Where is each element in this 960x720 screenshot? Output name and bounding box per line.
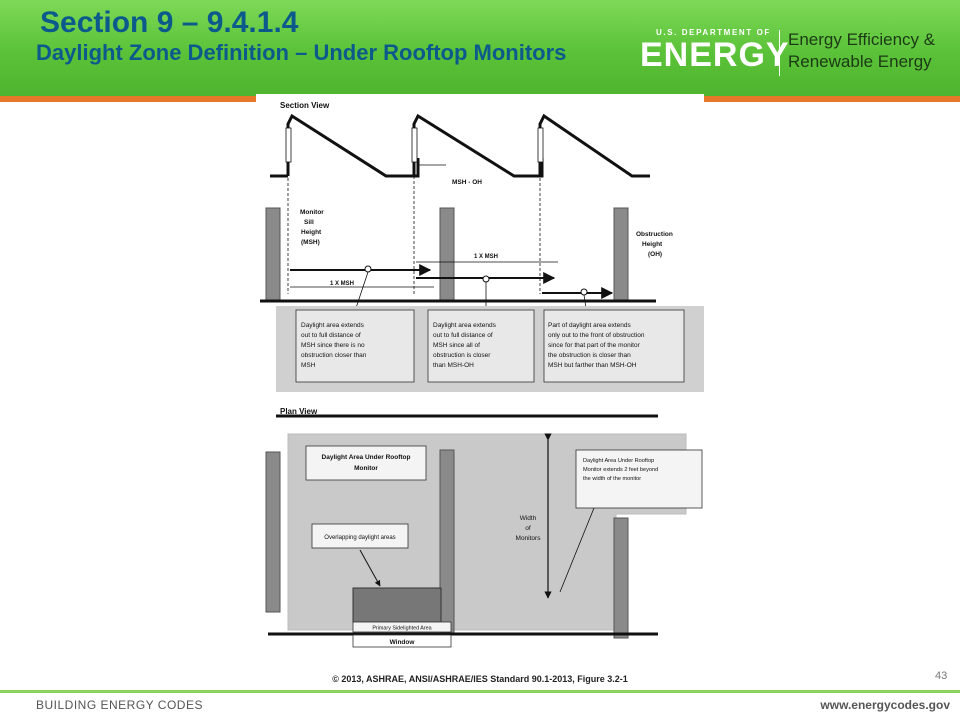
msh-label-1: Monitor [300, 209, 324, 216]
note-3-line-4: the obstruction is closer than [548, 352, 631, 359]
width-label-3: Monitors [516, 535, 542, 542]
page-number: 43 [935, 670, 948, 682]
note-1-line-5: MSH [301, 362, 316, 369]
width-label-1: Width [520, 515, 537, 522]
primary-sidelighted-area [352, 587, 442, 623]
overlap-arrow [359, 549, 381, 587]
extends-note-line-3: the width of the monitor [583, 476, 641, 482]
leader-line-1 [355, 271, 369, 309]
footer-rule [0, 690, 960, 693]
msh-label-2: Sill [304, 219, 314, 226]
width-label-2: of [525, 525, 531, 532]
monitor-3 [537, 113, 650, 178]
extends-note-line-1: Daylight Area Under Rooftop [583, 458, 654, 464]
note-2-line-4: obstruction is closer [433, 352, 491, 359]
plan-obstruction-middle [439, 449, 455, 635]
obstruction-middle [439, 207, 455, 301]
figure-caption: © 2013, ASHRAE, ANSI/ASHRAE/IES Standard… [332, 674, 628, 684]
note-box-extends: Daylight Area Under Rooftop Monitor exte… [575, 449, 703, 509]
leader-line-3 [583, 294, 587, 309]
window-label: Window [390, 639, 416, 646]
slide-subtitle: Daylight Zone Definition – Under Rooftop… [36, 40, 567, 65]
obstruction-label-1: Obstruction [636, 231, 673, 238]
eere-line-1: Energy Efficiency & [788, 30, 936, 49]
marker-circle-1 [364, 265, 372, 273]
dim-1-msh-label: 1 X MSH [474, 254, 498, 260]
doe-logo-text: ENERGY [640, 36, 790, 74]
area-label-line-1: Daylight Area Under Rooftop [322, 454, 411, 461]
note-2-line-1: Daylight area extends [433, 322, 497, 329]
note-3-line-3: since for that part of the monitor [548, 342, 641, 349]
note-3-line-5: MSH but farther than MSH-OH [548, 362, 637, 369]
marker-circle-2 [482, 275, 490, 283]
primary-sidelighted-label: Primary Sidelighted Area [372, 626, 431, 632]
eere-line-2: Renewable Energy [788, 52, 932, 71]
overlap-label-box: Overlapping daylight areas [311, 523, 409, 549]
daylight-zone-figure: Section View Monitor Sill Height (MSH) M… [256, 94, 704, 654]
obstruction-right [613, 207, 629, 301]
monitor-2 [411, 113, 544, 178]
wall-left [265, 207, 281, 301]
logo-divider [779, 30, 780, 76]
section-view-heading: Section View [280, 101, 330, 110]
plan-obstruction-right [613, 517, 629, 639]
note-1-line-1: Daylight area extends [301, 322, 365, 329]
footer-program-name: BUILDING ENERGY CODES [36, 698, 203, 712]
slide-title: Section 9 – 9.4.1.4 [40, 6, 299, 39]
note-1-line-2: out to full distance of [301, 332, 361, 339]
footer-url-link[interactable]: www.energycodes.gov [820, 698, 950, 712]
note-1-line-4: obstruction closer than [301, 352, 367, 359]
monitor-glazing [537, 127, 544, 163]
plan-view-heading: Plan View [280, 407, 318, 416]
msh-label-3: Height [301, 229, 322, 236]
note-3-line-2: only out to the front of obstruction [548, 332, 645, 339]
doe-logo-small-text: U.S. DEPARTMENT OF [656, 28, 771, 37]
note-box-2: Daylight area extends out to full distan… [427, 309, 535, 383]
msh-oh-label: MSH - OH [452, 179, 482, 186]
msh-label-4: (MSH) [301, 239, 320, 246]
extends-note-line-2: Monitor extends 2 feet beyond [583, 467, 658, 473]
extends-note-leader [559, 507, 595, 593]
note-box-1: Daylight area extends out to full distan… [295, 309, 415, 383]
note-2-line-5: than MSH-OH [433, 362, 474, 369]
note-3-line-1: Part of daylight area extends [548, 322, 631, 329]
note-1-line-3: MSH since there is no [301, 342, 365, 349]
header-bar [0, 0, 960, 96]
monitor-glazing [411, 127, 418, 163]
window-label-box [352, 634, 452, 648]
note-2-line-2: out to full distance of [433, 332, 493, 339]
obstruction-label-2: Height [642, 241, 663, 248]
note-2-line-3: MSH since all of [433, 342, 480, 349]
plan-wall-left [265, 451, 281, 613]
note-box-3: Part of daylight area extends only out t… [543, 309, 685, 383]
area-label-line-2: Monitor [354, 465, 378, 472]
monitor-1 [285, 113, 420, 178]
dim-2-msh-label: 1 X MSH [330, 281, 354, 287]
primary-label-box [352, 621, 452, 633]
daylight-area-label-box: Daylight Area Under Rooftop Monitor [305, 445, 427, 481]
marker-circle-3 [580, 288, 588, 296]
overlap-label: Overlapping daylight areas [324, 535, 395, 541]
obstruction-label-3: (OH) [648, 251, 662, 258]
monitor-glazing [285, 127, 292, 163]
